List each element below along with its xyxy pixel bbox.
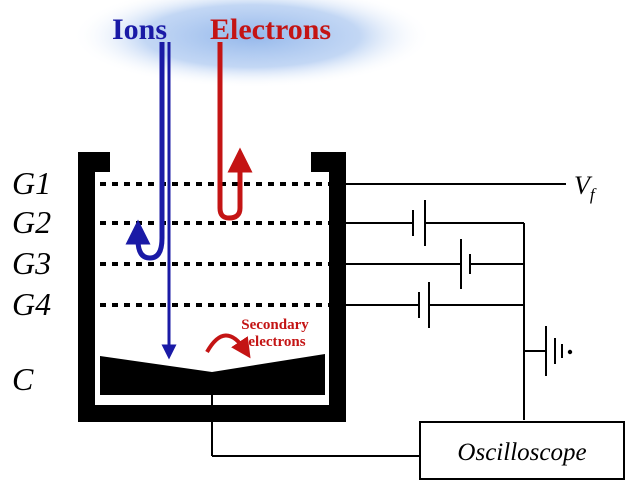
battery-icon: [412, 200, 426, 246]
collector-plate: [100, 354, 325, 395]
grid-label-g4: G4: [12, 286, 51, 322]
battery-icon: [460, 239, 471, 289]
ion-paths: [125, 42, 177, 360]
grid-lines: [100, 182, 330, 307]
vf-label: Vf: [574, 171, 597, 204]
oscilloscope-box: [419, 421, 625, 480]
grid-label-g1: G1: [12, 165, 51, 201]
electron-path: [217, 42, 253, 221]
electrons-title: Electrons: [210, 13, 331, 46]
secondary-label-line1: Secondary: [241, 317, 309, 333]
battery-icon: [418, 282, 430, 328]
collector-label: C: [12, 361, 34, 397]
ions-title: Ions: [112, 13, 167, 46]
grid-label-g3: G3: [12, 245, 51, 281]
ion-path-reflected: [125, 42, 165, 261]
secondary-electron-arrow: [205, 333, 251, 359]
circuit-wires: [211, 183, 566, 457]
grid-label-g2: G2: [12, 204, 51, 240]
secondary-label-line2: electrons: [248, 334, 305, 350]
oscilloscope-label: Oscilloscope: [457, 439, 586, 466]
ground-icon: [524, 326, 573, 376]
